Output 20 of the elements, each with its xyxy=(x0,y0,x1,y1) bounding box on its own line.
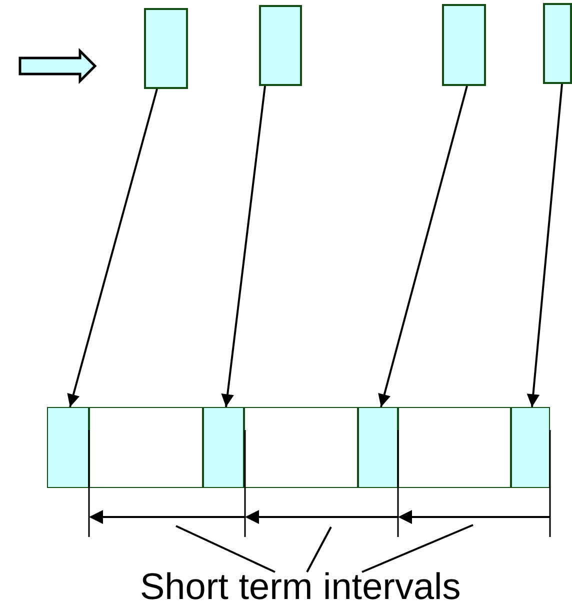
bar-segment xyxy=(46,406,88,488)
bar-segment xyxy=(202,406,244,488)
leader-line xyxy=(362,524,474,573)
rectangle-box xyxy=(259,5,302,86)
bar-segment xyxy=(510,406,550,488)
bar-segment xyxy=(244,406,358,488)
bar-segment xyxy=(88,406,202,488)
arrow xyxy=(378,86,468,408)
leader-line xyxy=(306,526,332,572)
rectangle-box xyxy=(543,3,572,84)
bar-segment xyxy=(358,406,398,488)
segmented-bar xyxy=(47,407,550,488)
arrow xyxy=(526,84,563,408)
leader-line xyxy=(176,525,276,573)
bar-segment xyxy=(398,406,510,488)
rectangle-box xyxy=(144,8,188,89)
rectangle-box xyxy=(442,4,486,86)
caption-text: Short term intervals xyxy=(140,568,512,605)
arrow xyxy=(67,88,158,408)
arrow xyxy=(221,86,266,408)
